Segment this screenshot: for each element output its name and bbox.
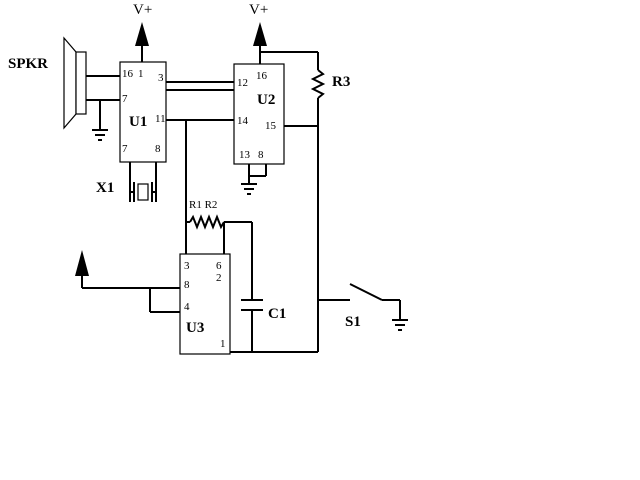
u3-pin-4: 4 <box>184 301 190 313</box>
u2-pin-8: 8 <box>258 149 264 161</box>
r1-r2-label: R1 R2 <box>189 199 217 211</box>
u1-u2-wires <box>166 81 234 121</box>
u3-pin-8: 8 <box>184 279 190 291</box>
vplus-arrow-icon <box>75 250 89 276</box>
u3-pin-3: 3 <box>184 260 190 272</box>
u3-supply-wires <box>81 276 180 313</box>
ground-symbol-u2 <box>241 183 257 195</box>
ground-symbol-s1 <box>392 319 408 331</box>
speaker-symbol <box>63 36 87 130</box>
u1-pin-7b: 7 <box>122 143 128 155</box>
u1-pin-1: 1 <box>138 68 144 80</box>
r3-label: R3 <box>332 74 350 90</box>
capacitor-c1 <box>241 299 263 352</box>
u2-pin-13: 13 <box>239 149 251 161</box>
u2-chip <box>233 63 285 165</box>
vplus-arrow-icon <box>135 22 149 46</box>
u3-label: U3 <box>186 320 204 336</box>
u2-pin-14: 14 <box>237 115 249 127</box>
u1-pin-7a: 7 <box>122 93 128 105</box>
c1-label: C1 <box>268 306 286 322</box>
u2-vplus-label: V+ <box>249 2 268 18</box>
resistors-r1-r2 <box>185 120 253 300</box>
u2-pin-15: 15 <box>265 120 277 132</box>
u3-pin-6: 6 <box>216 260 222 272</box>
u1-vplus-label: V+ <box>133 2 152 18</box>
u1-pin-8: 8 <box>155 143 161 155</box>
u1-label: U1 <box>129 114 147 130</box>
u2-pin-12: 12 <box>237 77 248 89</box>
u2-pin-16: 16 <box>256 70 268 82</box>
u1-pin-3: 3 <box>158 72 164 84</box>
speaker-label: SPKR <box>8 56 48 72</box>
u1-chip <box>119 61 167 163</box>
speaker-wires <box>86 75 120 130</box>
u3-pin-1: 1 <box>220 338 226 350</box>
u1-pin-16: 16 <box>122 68 134 80</box>
u3-chip <box>179 253 231 355</box>
u1-pin-11: 11 <box>155 113 166 125</box>
vplus-arrow-icon <box>253 22 267 46</box>
crystal-x1 <box>129 162 157 202</box>
s1-label: S1 <box>345 314 361 330</box>
u2-ground-wires <box>248 164 267 184</box>
u3-pin-2: 2 <box>216 272 222 284</box>
ground-symbol-speaker <box>92 129 108 141</box>
resistor-r3 <box>260 51 326 352</box>
u2-label: U2 <box>257 92 275 108</box>
x1-label: X1 <box>96 180 114 196</box>
switch-s1 <box>318 283 401 320</box>
